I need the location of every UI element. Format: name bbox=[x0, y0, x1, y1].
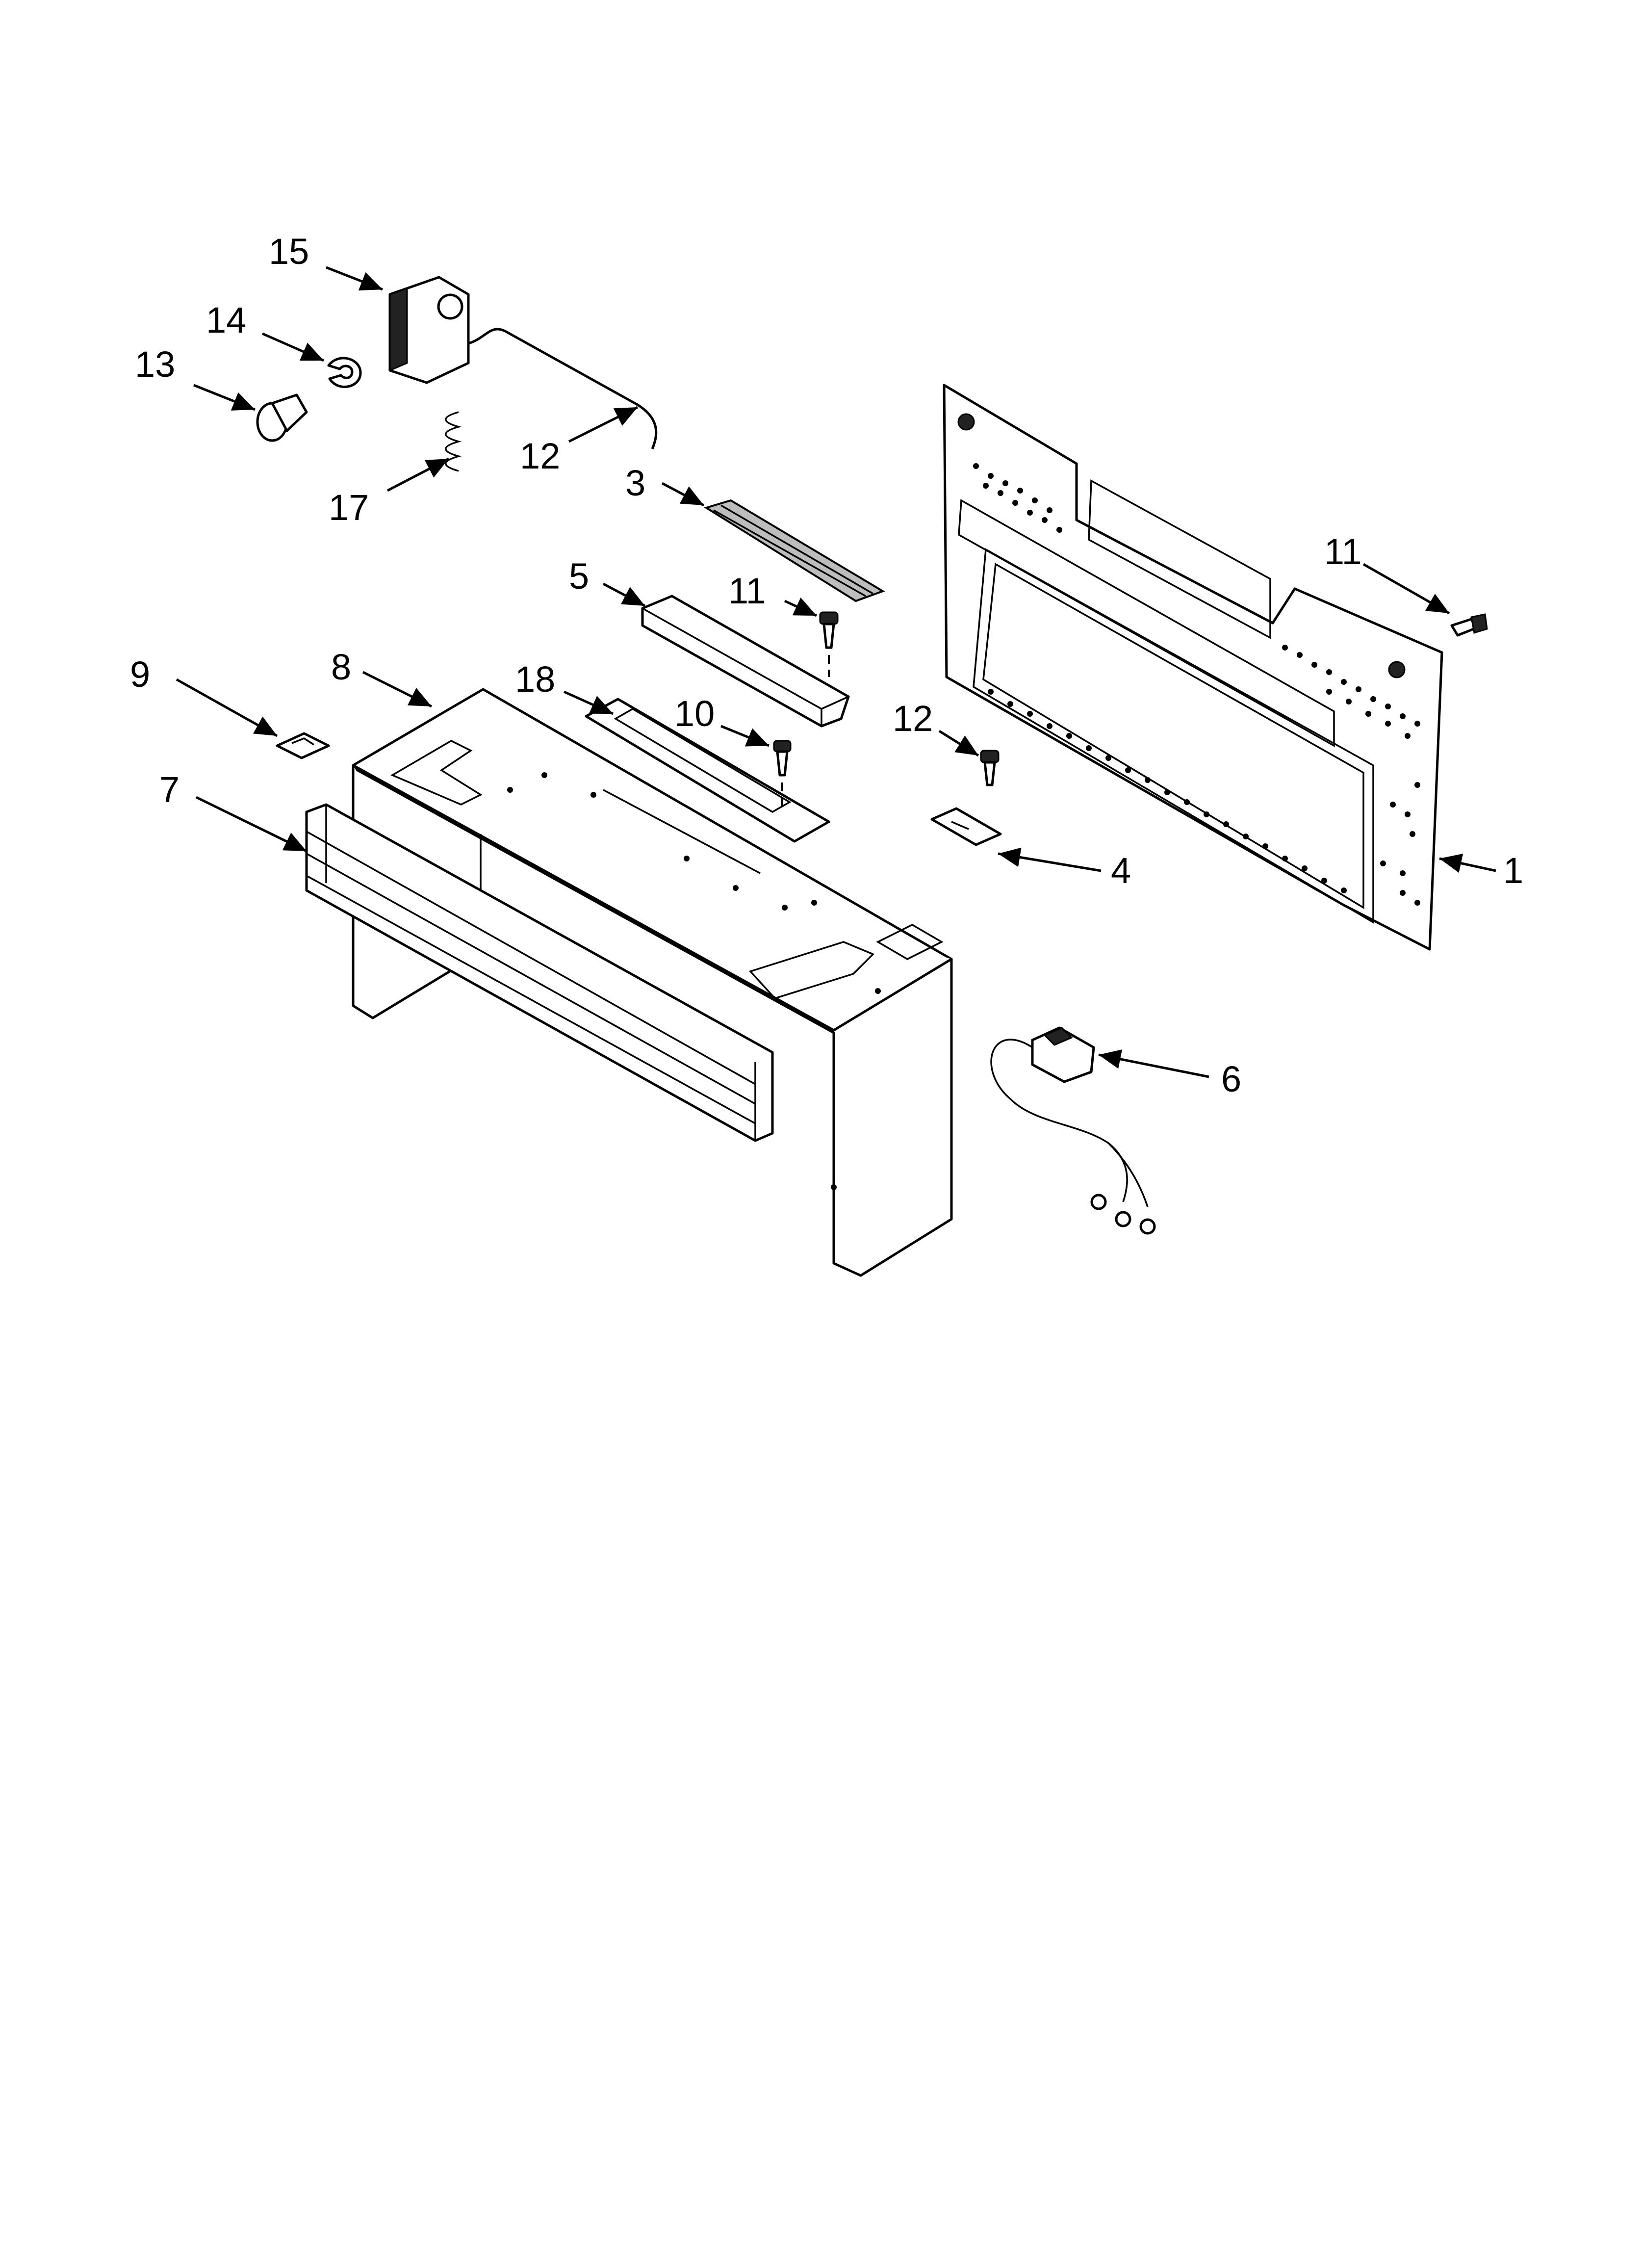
screw-12b-part bbox=[980, 750, 1000, 786]
leader-arrows bbox=[176, 266, 1496, 1078]
callout-5: 5 bbox=[569, 556, 589, 597]
callout-12b: 12 bbox=[893, 698, 933, 739]
small-clip-part bbox=[276, 732, 330, 759]
callout-11: 11 bbox=[1324, 531, 1362, 572]
callout-16: 15 bbox=[269, 231, 309, 272]
e-ring-part bbox=[327, 357, 362, 388]
main-housing-part bbox=[352, 688, 953, 1277]
callout-8: 7 bbox=[159, 769, 180, 810]
callout-12a: 11 bbox=[728, 571, 766, 611]
screw-11-part bbox=[1450, 613, 1488, 637]
wire-rod-part bbox=[468, 328, 658, 449]
clip-part bbox=[930, 807, 1002, 846]
knob-part bbox=[256, 393, 308, 442]
callout-1: 1 bbox=[1503, 850, 1523, 891]
callout-7: 8 bbox=[331, 647, 351, 687]
spring-part bbox=[445, 411, 462, 472]
callout-18: 18 bbox=[515, 659, 555, 700]
callout-10: 10 bbox=[674, 693, 715, 734]
damper-channel-part bbox=[704, 499, 885, 602]
wire-harness-part bbox=[990, 1026, 1156, 1235]
screw-10-part bbox=[773, 740, 792, 809]
mounting-plate-part bbox=[943, 384, 1443, 951]
callout-4: 4 bbox=[1111, 850, 1131, 891]
callout-13: 12 bbox=[520, 436, 560, 476]
callout-17: 17 bbox=[329, 487, 369, 528]
callout-6: 6 bbox=[1221, 1059, 1241, 1099]
hinge-bracket-part bbox=[388, 276, 470, 384]
screw-12a-part bbox=[819, 611, 839, 677]
callout-15: 14 bbox=[206, 300, 246, 340]
callout-3: 3 bbox=[625, 463, 645, 503]
bracket-tray-part bbox=[641, 595, 850, 728]
callout-9: 9 bbox=[130, 654, 150, 695]
callout-14: 13 bbox=[135, 344, 175, 385]
grille-part bbox=[305, 803, 774, 1142]
